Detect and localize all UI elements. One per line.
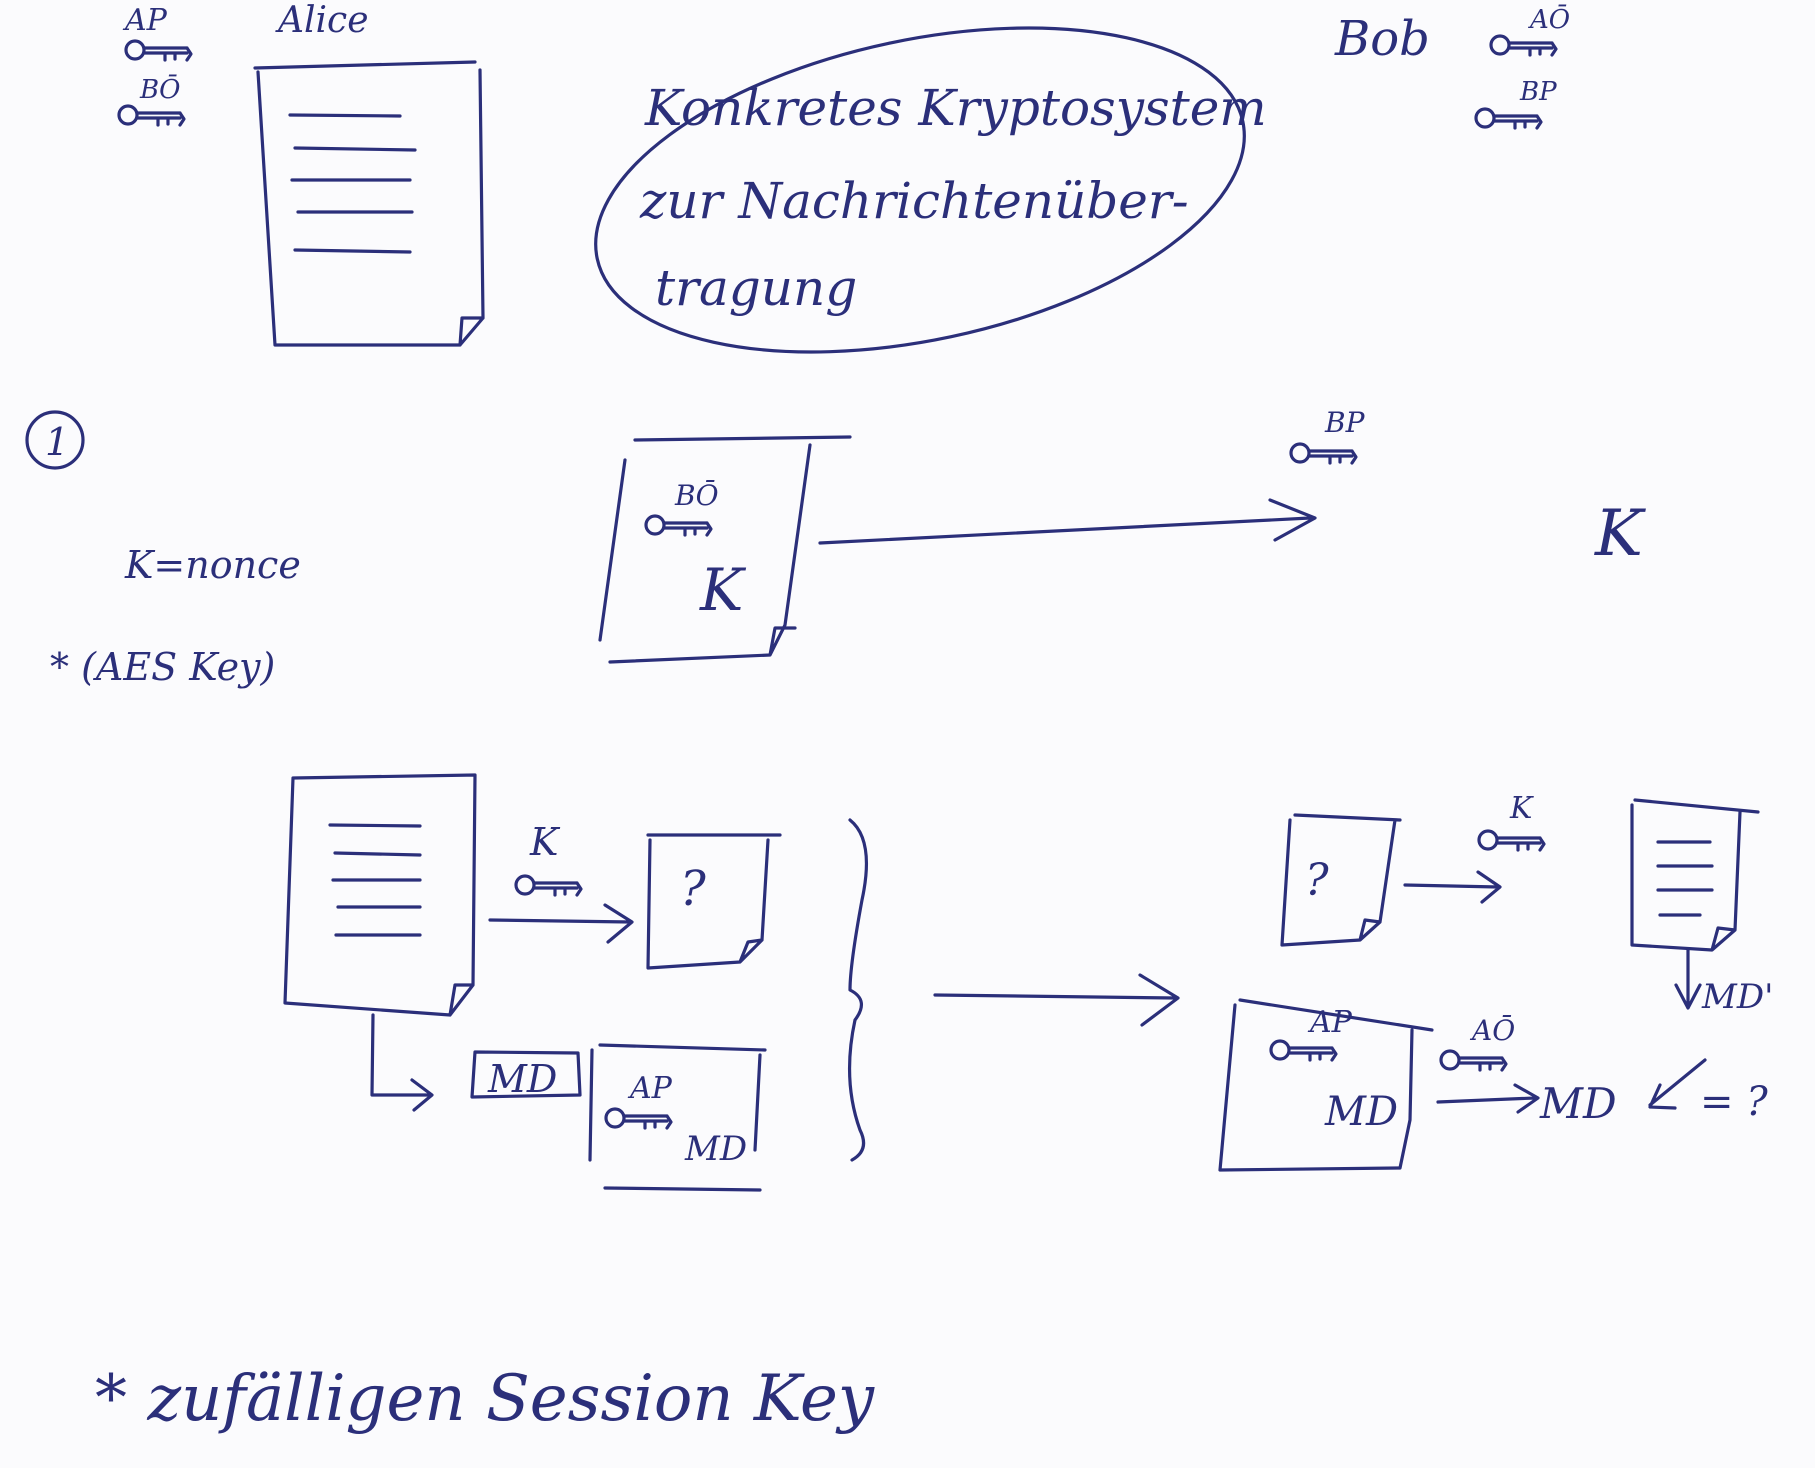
key-icon (1489, 34, 1558, 57)
arrow-icon (818, 498, 1317, 545)
arrow-icon (370, 1013, 434, 1112)
arrow-icon (488, 903, 634, 944)
arrow-icon (933, 973, 1180, 1027)
step2-key-k-label: K (529, 820, 561, 864)
key-icon (644, 514, 713, 537)
envelope-key-label: BŌ (674, 479, 719, 512)
key-icon (1269, 1039, 1338, 1062)
bob-step2-key-k-label: K (1509, 791, 1534, 826)
signature-md-label: MD (684, 1129, 747, 1169)
encrypted-document-icon: ? (646, 833, 782, 970)
arrow-icon (1674, 948, 1702, 1010)
encrypted-document-icon: ? (1280, 813, 1402, 947)
verify-key-label: AŌ (1469, 1014, 1515, 1047)
bob-key-public-label: BP (1519, 77, 1557, 107)
step-number-circle (25, 410, 85, 470)
bob-keys: AŌ BP (1474, 4, 1570, 130)
arrow-icon (1436, 1083, 1540, 1114)
key-icon (1477, 829, 1546, 852)
key-icon (124, 39, 193, 62)
ciphertext-question-mark: ? (680, 861, 706, 917)
aes-key-note: * (AES Key) (50, 645, 275, 689)
title-ellipse (594, 26, 1246, 354)
key-icon (604, 1107, 673, 1130)
bob-md-prime-label: MD' (1701, 977, 1773, 1017)
verify-md-label: MD (1539, 1079, 1617, 1128)
encrypted-document-icon: BŌ K (598, 435, 852, 664)
bob-step1-key-label: BP (1324, 406, 1366, 439)
bob-signature-md-label: MD (1324, 1089, 1398, 1135)
step-number: 1 (45, 420, 69, 464)
signature-key-label: AP (627, 1071, 673, 1106)
document-icon (283, 773, 477, 1017)
k-equals-nonce: K=nonce (124, 543, 301, 587)
bob-signature-key-label: AP (1307, 1005, 1353, 1040)
alice-key-bob-label: BŌ (139, 74, 180, 105)
key-icon (514, 874, 583, 897)
document-icon (1630, 798, 1760, 952)
bob-label: Bob (1334, 11, 1430, 67)
key-icon (117, 104, 186, 127)
key-icon (1474, 107, 1543, 130)
bob-ciphertext-question: ? (1305, 855, 1329, 906)
signature-document-icon: AP MD (1218, 998, 1434, 1172)
md-box-label: MD (487, 1057, 557, 1101)
bob-key-private-label: AŌ (1528, 4, 1570, 35)
arrow-icon (1403, 870, 1502, 904)
alice-keys: AP BŌ (117, 3, 193, 127)
md-box: MD (470, 1050, 582, 1101)
brace-icon (847, 818, 868, 1162)
title-line-3: tragung (655, 259, 857, 317)
title-line-1: Konkretes Kryptosystem (644, 79, 1267, 137)
arrow-icon (1648, 1058, 1707, 1110)
alice-key-public-label: AP (122, 3, 168, 38)
envelope-k-label: K (699, 556, 747, 624)
compare-label: = ? (1700, 1079, 1768, 1125)
signature-document-icon: AP MD (588, 1043, 767, 1192)
bob-result-k: K (1594, 497, 1646, 571)
key-icon (1289, 442, 1358, 465)
title-line-2: zur Nachrichtenüber- (639, 172, 1189, 230)
key-icon (1439, 1049, 1508, 1072)
alice-label: Alice (275, 0, 369, 41)
document-icon (253, 60, 485, 347)
footnote: * zufälligen Session Key (95, 1362, 875, 1436)
